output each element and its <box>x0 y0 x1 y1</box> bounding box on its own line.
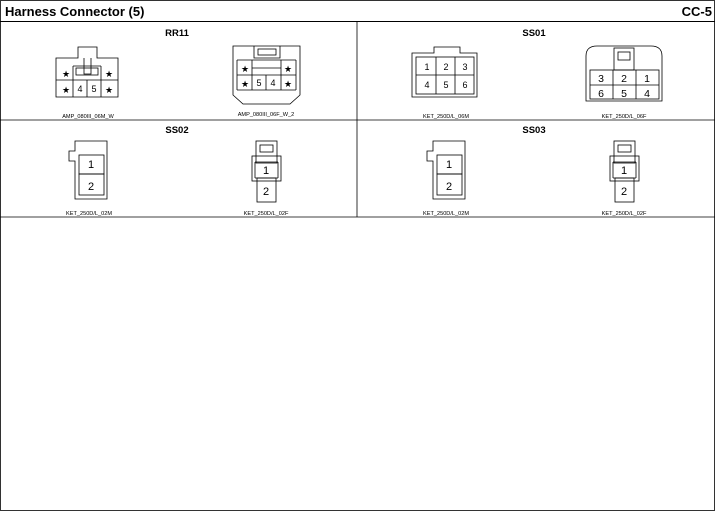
pin-star: ★ <box>241 64 249 74</box>
pin-star: ★ <box>105 85 113 95</box>
pin-number: 5 <box>91 84 96 94</box>
section-title-rr11: RR11 <box>165 28 189 39</box>
pin-number: 5 <box>621 88 627 100</box>
connector-ss01-male <box>411 46 478 98</box>
pin-number: 6 <box>462 80 467 90</box>
connector-label: AMP_080III_06F_W_2 <box>238 112 295 118</box>
pin-star: ★ <box>284 79 292 89</box>
connector-label: KET_250D/L_06F <box>602 114 647 120</box>
pin-star: ★ <box>105 69 113 79</box>
pin-number: 5 <box>256 78 261 88</box>
connector-label: KET_250D/L_02F <box>602 211 647 217</box>
pin-number: 4 <box>77 84 82 94</box>
pin-number: 2 <box>263 186 269 198</box>
pin-number: 6 <box>598 88 604 100</box>
connector-rr11-female <box>232 45 301 105</box>
connector-ss03-female <box>609 140 640 203</box>
section-title-ss02: SS02 <box>165 125 188 136</box>
pin-star: ★ <box>62 85 70 95</box>
pin-number: 4 <box>270 78 275 88</box>
pin-number: 3 <box>598 73 604 85</box>
connector-label: KET_250D/L_02M <box>66 211 112 217</box>
pin-star: ★ <box>241 79 249 89</box>
pin-number: 5 <box>443 80 448 90</box>
connector-ss03-male <box>426 140 466 200</box>
connector-label: AMP_080III_06M_W <box>62 114 114 120</box>
connector-rr11-male <box>55 46 119 98</box>
pin-number: 4 <box>424 80 429 90</box>
connector-label: KET_250D/L_06M <box>423 114 469 120</box>
pin-star: ★ <box>62 69 70 79</box>
connector-label: KET_250D/L_02M <box>423 211 469 217</box>
pin-number: 1 <box>644 73 650 85</box>
page-code: CC-5 <box>681 4 712 19</box>
pin-star: ★ <box>284 64 292 74</box>
pin-number: 2 <box>621 73 627 85</box>
page-title: Harness Connector (5) <box>5 4 145 19</box>
pin-number: 1 <box>263 165 269 177</box>
section-title-ss03: SS03 <box>522 125 545 136</box>
connector-label: KET_250D/L_02F <box>244 211 289 217</box>
pin-number: 1 <box>621 165 627 177</box>
pin-number: 2 <box>88 181 94 193</box>
pin-number: 2 <box>443 62 448 72</box>
pin-number: 3 <box>462 62 467 72</box>
connector-ss01-female <box>585 45 663 102</box>
pin-number: 1 <box>446 159 452 171</box>
page-header: Harness Connector (5) CC-5 <box>0 0 715 22</box>
pin-number: 1 <box>88 159 94 171</box>
connector-ss02-female <box>251 140 282 203</box>
connector-ss02-male <box>68 140 108 200</box>
pin-number: 4 <box>644 88 650 100</box>
pin-number: 2 <box>446 181 452 193</box>
pin-number: 1 <box>424 62 429 72</box>
section-title-ss01: SS01 <box>522 28 546 39</box>
pin-number: 2 <box>621 186 627 198</box>
